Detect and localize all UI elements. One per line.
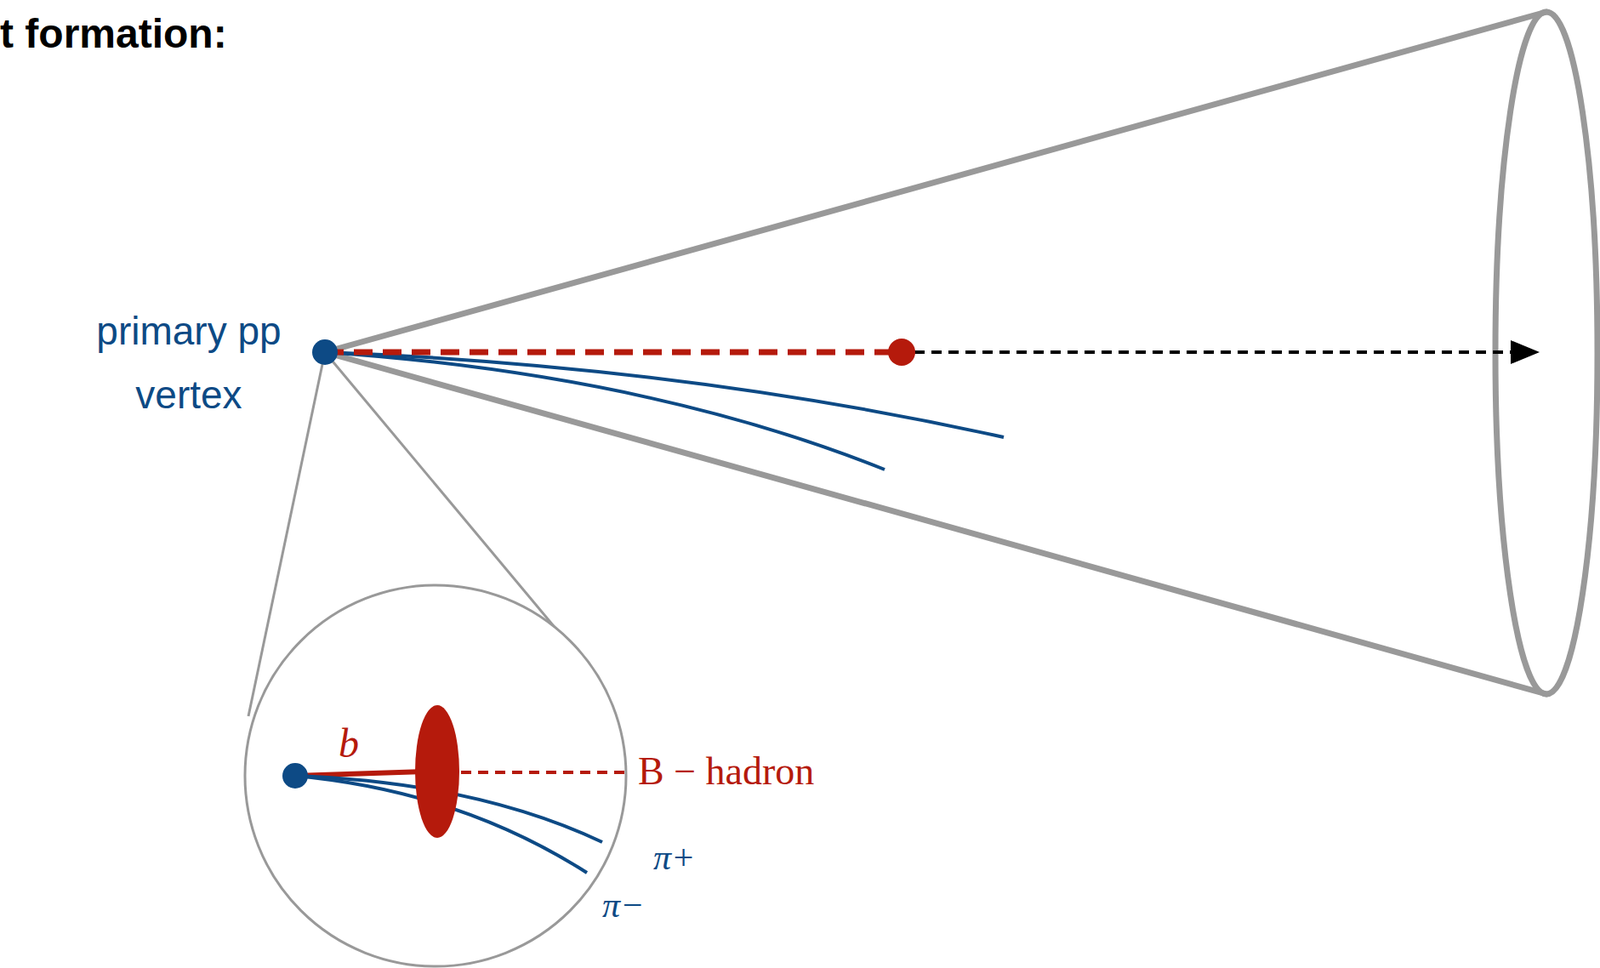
- b-hadron-path: [324, 349, 902, 356]
- cone-mouth: [1495, 11, 1598, 695]
- hadronisation-blob: [415, 705, 460, 838]
- vertex-label: primary pp vertex: [85, 299, 293, 428]
- pion-label: π−: [602, 884, 644, 926]
- decay-vertex: [888, 338, 916, 366]
- arrow-head: [1510, 340, 1540, 365]
- quark-label: b: [338, 719, 359, 767]
- hadron-label: B − hadron: [637, 748, 815, 794]
- diagram-title: t formation:: [0, 10, 228, 57]
- primary-vertex: [312, 339, 338, 365]
- pion-label: π+: [653, 837, 695, 878]
- b-hadron-path: [461, 770, 630, 775]
- primary-vertex: [282, 762, 308, 789]
- pion-track: [324, 352, 885, 470]
- jet-axis: [914, 350, 1515, 354]
- zoom-inset: [244, 585, 627, 967]
- cone-edge: [324, 11, 1547, 353]
